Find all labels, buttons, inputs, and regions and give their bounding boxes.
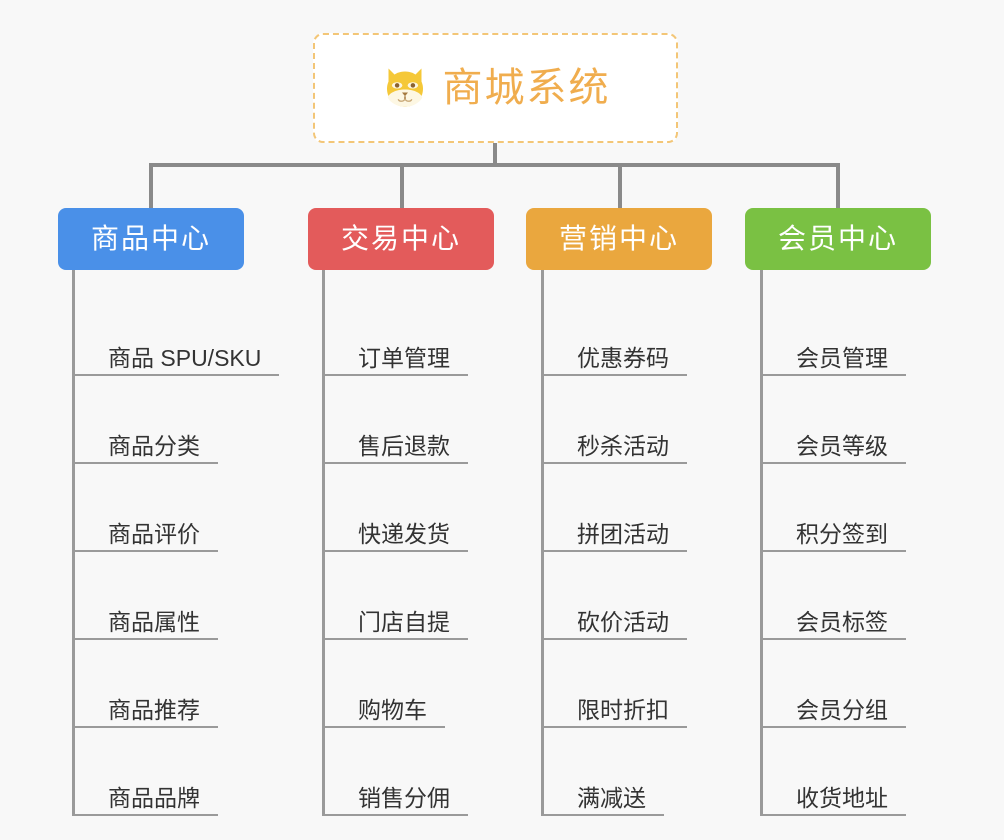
connector-drop-4: [836, 163, 840, 210]
leaf-item-underline: [322, 726, 445, 728]
leaf-item-underline: [760, 374, 906, 376]
branch-label-2: 营销中心: [558, 223, 679, 254]
connector-drop-2: [400, 163, 404, 210]
leaf-item-underline: [541, 550, 687, 552]
leaf-item-underline: [760, 550, 906, 552]
leaf-item-underline: [72, 462, 218, 464]
leaf-item-underline: [322, 638, 468, 640]
leaf-item-label: 会员等级: [796, 433, 888, 459]
shiba-dog-face-icon: [386, 68, 423, 107]
leaf-item-label: 商品品牌: [108, 785, 200, 811]
column-spine-3: [760, 270, 763, 816]
leaf-item-label: 门店自提: [358, 609, 450, 635]
leaf-item-label: 商品属性: [108, 609, 200, 635]
leaf-item-label: 购物车: [358, 697, 427, 723]
branch-box-0[interactable]: 商品中心: [58, 208, 244, 270]
leaf-item-underline: [541, 374, 687, 376]
leaf-item-label: 商品推荐: [108, 697, 200, 723]
leaf-item-underline: [72, 550, 218, 552]
connector-drop-1: [149, 163, 153, 210]
connector-bus: [149, 163, 840, 167]
leaf-item-underline: [760, 462, 906, 464]
leaf-item-underline: [72, 814, 218, 816]
leaf-item-underline: [72, 726, 218, 728]
leaf-item-label: 商品分类: [108, 433, 200, 459]
leaf-item-label: 积分签到: [796, 521, 888, 547]
leaf-item-underline: [541, 462, 687, 464]
leaf-item-label: 售后退款: [358, 433, 450, 459]
leaf-item-underline: [760, 638, 906, 640]
leaf-item-underline: [72, 374, 279, 376]
root-node[interactable]: 商城系统: [313, 33, 678, 143]
branch-label-1: 交易中心: [340, 223, 461, 254]
leaf-item-underline: [541, 726, 687, 728]
leaf-item-label: 销售分佣: [358, 785, 450, 811]
leaf-item-underline: [72, 638, 218, 640]
leaf-item-label: 砍价活动: [577, 609, 669, 635]
leaf-item-label: 商品 SPU/SKU: [108, 345, 262, 371]
leaf-item-label: 拼团活动: [577, 521, 669, 547]
leaf-item-label: 商品评价: [108, 521, 200, 547]
connector-drop-3: [618, 163, 622, 210]
leaf-item-underline: [322, 462, 468, 464]
leaf-item-underline: [322, 814, 468, 816]
connector-root-stem: [493, 143, 497, 165]
leaf-item-label: 会员标签: [796, 609, 888, 635]
leaf-item-label: 订单管理: [358, 345, 450, 371]
branch-label-3: 会员中心: [777, 223, 898, 254]
leaf-item-label: 会员分组: [796, 697, 888, 723]
leaf-item-label: 限时折扣: [577, 697, 669, 723]
column-spine-1: [322, 270, 325, 816]
root-title: 商城系统: [442, 66, 611, 110]
leaf-item-underline: [760, 814, 906, 816]
leaf-item-underline: [541, 638, 687, 640]
column-spine-2: [541, 270, 544, 816]
branch-label-0: 商品中心: [90, 223, 211, 254]
branch-box-1[interactable]: 交易中心: [308, 208, 494, 270]
leaf-item-label: 收货地址: [796, 785, 888, 811]
leaf-item-label: 快递发货: [358, 521, 450, 547]
leaf-item-underline: [322, 374, 468, 376]
column-spine-0: [72, 270, 75, 816]
leaf-item-label: 满减送: [577, 785, 646, 811]
branch-box-2[interactable]: 营销中心: [526, 208, 712, 270]
leaf-item-label: 优惠券码: [577, 345, 669, 371]
leaf-item-label: 会员管理: [796, 345, 888, 371]
leaf-item-label: 秒杀活动: [577, 433, 669, 459]
leaf-item-underline: [760, 726, 906, 728]
leaf-item-underline: [541, 814, 664, 816]
leaf-item-underline: [322, 550, 468, 552]
branch-box-3[interactable]: 会员中心: [745, 208, 931, 270]
